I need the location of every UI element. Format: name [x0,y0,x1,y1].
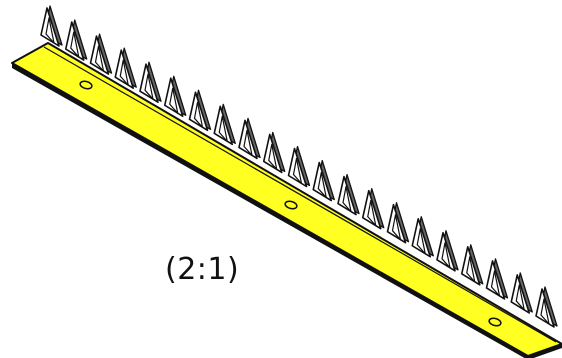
tooth-cutout [193,101,204,128]
mounting-hole [79,80,93,90]
tooth-cutout [441,242,451,269]
tooth-cutout [317,171,327,199]
tooth-cutout [243,129,253,156]
bend-line [43,46,557,343]
tooth-cutout [391,214,402,241]
tooth-cutout [540,298,550,325]
tooth [312,159,335,202]
tooth [238,117,261,160]
tooth-cutout [515,284,525,311]
tooth-cutout [45,17,55,44]
tooth [262,131,286,174]
mounting-hole [488,317,502,327]
tooth [89,33,113,75]
mounting-hole [284,200,298,210]
tooth [460,244,484,286]
tooth-cutout [218,115,228,142]
mounting-holes [79,80,502,327]
tooth-cutout [144,73,154,100]
tooth [485,258,509,300]
scale-label: (2:1) [165,252,240,287]
tooth [188,89,212,132]
tooth-cutout [268,143,278,171]
tooth-cutout [342,186,352,213]
tooth-cutout [119,59,129,86]
tooth [40,5,63,47]
strip-top-face [11,42,562,357]
tooth-cutout [292,157,303,185]
tooth-cutout [466,256,476,283]
tooth [64,19,88,61]
base-strip [11,42,562,358]
tooth [114,47,137,89]
tooth-cutout [169,87,179,114]
tooth [287,145,311,188]
tooth [510,272,533,314]
tooth [411,216,434,258]
tooth [386,202,410,244]
tooth [163,75,187,118]
tooth [436,230,459,272]
tooth-cutout [367,200,377,227]
teeth-row [40,5,558,328]
tooth [213,103,236,146]
tooth-cutout [416,228,426,255]
tooth [139,61,162,103]
tooth-cutout [490,270,501,297]
tooth [361,187,385,230]
tooth-cutout [70,31,80,58]
tooth [535,286,558,328]
tooth [337,173,360,216]
tooth-cutout [94,45,105,72]
